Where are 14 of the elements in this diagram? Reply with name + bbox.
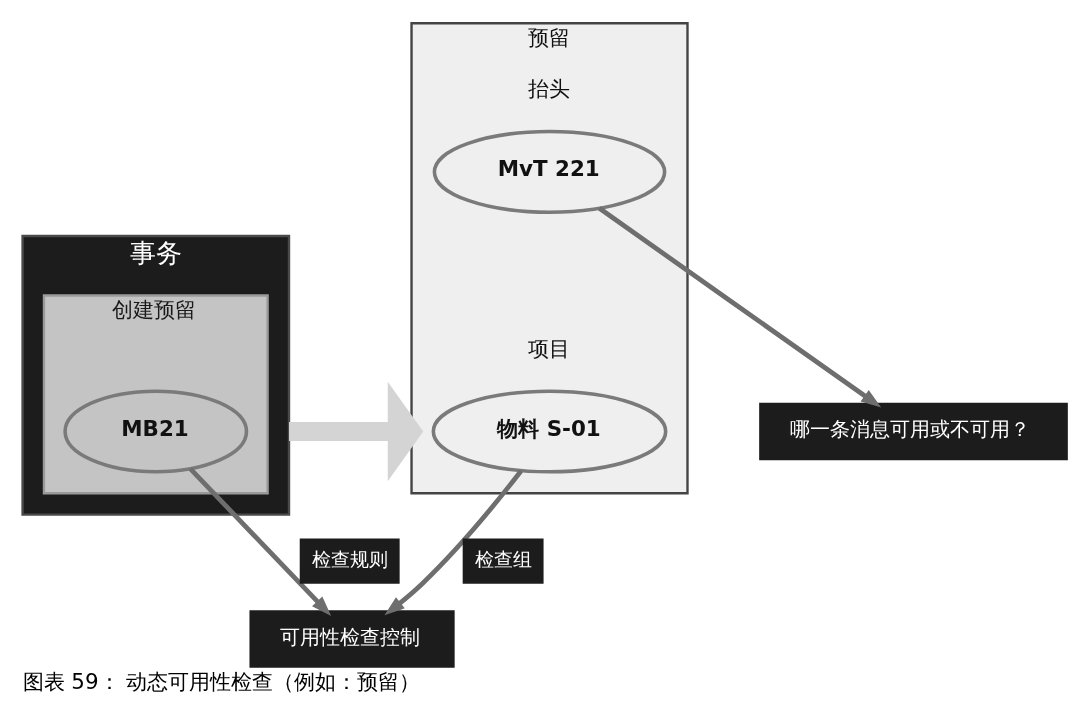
node-box: 哪一条消息可用或不可用？ xyxy=(759,402,1068,461)
node-ellipse: 物料 S-01 xyxy=(431,389,668,474)
arrow xyxy=(598,206,882,408)
node-ellipse: MvT 221 xyxy=(432,129,667,214)
edge-label: 检查组 xyxy=(474,547,532,570)
arrow xyxy=(384,469,523,616)
arrow xyxy=(188,467,332,616)
node-label: 抬头 xyxy=(527,76,570,102)
caption: 图表 59： 动态可用性检查（例如：预留） xyxy=(22,668,421,694)
node-box: 可用性检查控制 xyxy=(249,610,455,668)
edge-label: 检查规则 xyxy=(311,547,388,570)
arrow xyxy=(289,381,424,482)
node-label: 项目 xyxy=(527,335,570,361)
node-ellipse: MB21 xyxy=(63,389,249,474)
